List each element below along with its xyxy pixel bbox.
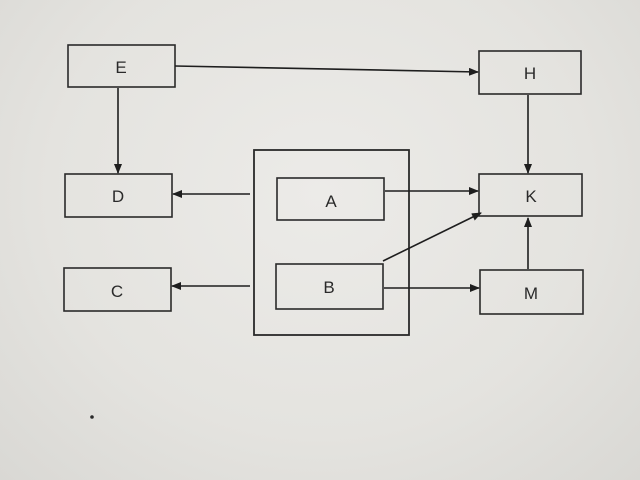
node-a: A (276, 177, 385, 221)
node-k-box (478, 173, 583, 217)
node-m-box (479, 269, 584, 315)
paper-speck (90, 415, 94, 419)
node-b-box (275, 263, 384, 310)
node-b-label: B (323, 278, 334, 297)
node-a-box (276, 177, 385, 221)
node-c-label: C (111, 282, 123, 301)
node-k: K (478, 173, 583, 217)
group-box-ab (253, 149, 410, 336)
node-b: B (275, 263, 384, 310)
node-m-label: M (524, 284, 538, 303)
node-h: H (478, 50, 582, 95)
node-e: E (67, 44, 176, 88)
node-e-label: E (115, 58, 126, 77)
node-d-label: D (112, 187, 124, 206)
arrow-b-to-k (382, 212, 482, 262)
node-d: D (64, 173, 173, 218)
node-m: M (479, 269, 584, 315)
arrow-e-to-h (174, 65, 479, 76)
node-c: C (63, 267, 172, 312)
node-h-label: H (524, 64, 536, 83)
node-a-label: A (325, 192, 337, 211)
node-k-label: K (525, 187, 537, 206)
node-h-box (478, 50, 582, 95)
